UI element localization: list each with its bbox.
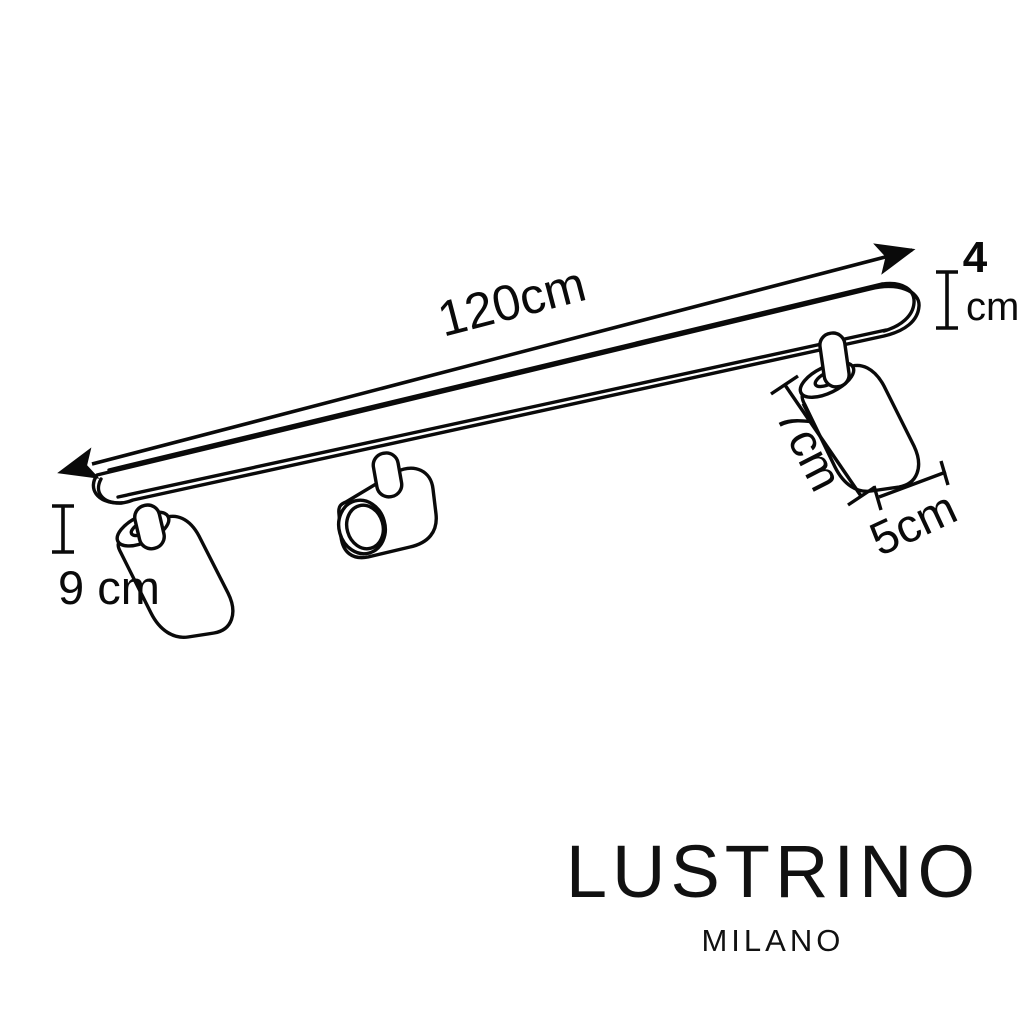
- dimension-bar-height-4cm: 4 cm: [936, 233, 1019, 330]
- dimension-5cm-tick-end: [939, 460, 950, 486]
- brand-subtitle: MILANO: [701, 923, 845, 958]
- dimension-length-label: 120cm: [432, 256, 591, 348]
- dimension-5cm-tick-start: [872, 485, 883, 511]
- dimension-5cm-line: [878, 470, 947, 499]
- brand-name: LUSTRINO: [565, 830, 980, 913]
- dimension-7cm-tick-start: [770, 374, 799, 396]
- spotlight-left-stem: [133, 503, 166, 551]
- track-bar-top-fold: [96, 477, 124, 505]
- brand-logo: LUSTRINO MILANO: [565, 830, 980, 958]
- dimension-9cm-label: 9 cm: [58, 561, 160, 614]
- dimension-length-arrow-line: [57, 243, 916, 479]
- dimension-4cm-value: 4: [963, 233, 988, 282]
- spotlight-middle-lens-inner: [344, 503, 386, 551]
- dimension-drop-9cm: 9 cm: [52, 504, 160, 614]
- spotlight-left: [115, 503, 235, 639]
- dimension-4cm-unit: cm: [966, 285, 1019, 329]
- track-bar-inner-line: [116, 328, 888, 499]
- dimension-7cm-line: [783, 384, 863, 497]
- spotlight-middle: [336, 451, 438, 560]
- dimension-7cm-tick-end: [847, 485, 876, 507]
